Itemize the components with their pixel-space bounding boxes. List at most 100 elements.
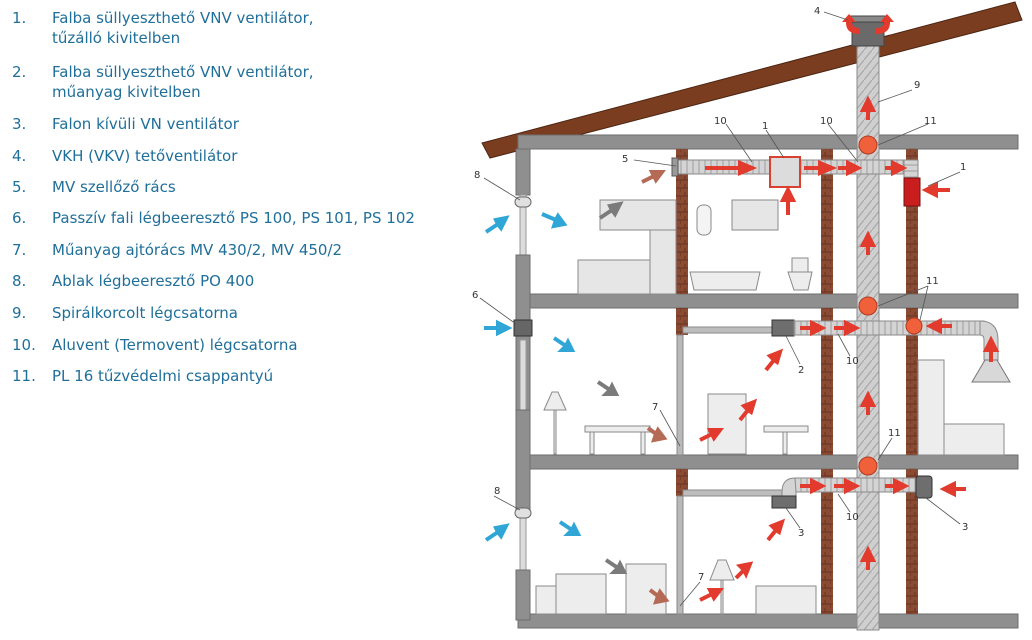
window-inlet	[514, 507, 532, 519]
brick-wall	[821, 308, 833, 455]
transfer-arrows	[596, 201, 628, 574]
callout-label: 10	[846, 356, 859, 367]
door-frame	[676, 334, 684, 456]
legend-item: 4. VKH (VKV) tetőventilátor	[12, 146, 237, 166]
fire-damper	[905, 317, 923, 335]
callout-leaders	[479, 11, 961, 607]
callout-label: 8	[494, 486, 500, 497]
callout-label: 1	[762, 121, 768, 132]
floor-slab-2	[529, 293, 1019, 309]
surface-fan	[771, 495, 797, 509]
legend-item: 8. Ablak légbeeresztő PO 400	[12, 271, 254, 291]
legend-text: Falon kívüli VN ventilátor	[52, 115, 239, 133]
legend-number: 1.	[12, 9, 27, 27]
callout-label: 1	[960, 162, 966, 173]
callout-label: 3	[962, 522, 968, 533]
fire-damper	[858, 296, 878, 316]
callout-label: 9	[914, 80, 920, 91]
legend-text: Falba süllyeszthető VNV ventilátor, tűzá…	[52, 9, 314, 47]
grille	[671, 157, 679, 177]
callout-label: 11	[924, 116, 937, 127]
callout-label: 10	[846, 512, 859, 523]
fire-damper	[858, 456, 878, 476]
surface-fan	[915, 475, 933, 499]
exhaust-arrow	[876, 14, 894, 34]
legend-item: 10.Aluvent (Termovent) légcsatorna	[12, 335, 298, 355]
attic-floor-slab	[517, 134, 1019, 150]
exterior-wall	[515, 569, 531, 621]
callout-label: 11	[888, 428, 901, 439]
legend-item: 3. Falon kívüli VN ventilátor	[12, 114, 239, 134]
range-hood	[971, 359, 1011, 383]
legend-text: MV szellőző rács	[52, 178, 176, 196]
wall-mirror	[696, 204, 712, 236]
ground-slab	[517, 613, 1019, 629]
callout-label: 7	[698, 572, 704, 583]
bathtub	[689, 271, 761, 291]
callout-label: 7	[652, 402, 658, 413]
legend-item: 6.Passzív fali légbeeresztő PS 100, PS 1…	[12, 208, 415, 228]
legend-text: Spirálkorcolt légcsatorna	[52, 304, 238, 322]
brick-wall	[906, 469, 918, 614]
brick-wall	[676, 469, 688, 496]
flex-duct	[903, 159, 919, 181]
grille-arrows	[641, 170, 670, 605]
window-frame	[519, 509, 527, 571]
flex-duct-bend	[781, 477, 797, 499]
legend: 1. Falba süllyeszthető VNV ventilátor, tű…	[0, 0, 470, 400]
fridge-and-stove	[917, 359, 1005, 456]
callout-label: 10	[820, 116, 833, 127]
callout-label: 10	[714, 116, 727, 127]
callout-label: 2	[798, 365, 804, 376]
callout-label: 5	[622, 154, 628, 165]
brick-wall	[676, 149, 688, 294]
in-wall-fan	[769, 156, 801, 188]
legend-text: VKH (VKV) tetőventilátor	[52, 147, 238, 165]
legend-number: 8.	[12, 272, 27, 290]
exterior-wall	[515, 148, 531, 196]
fire-damper	[858, 135, 878, 155]
legend-number: 11.	[12, 367, 36, 385]
legend-number: 7.	[12, 241, 27, 259]
exterior-wall	[515, 409, 531, 511]
callout-label: 11	[926, 276, 939, 287]
brick-wall	[821, 469, 833, 614]
legend-number: 3.	[12, 115, 27, 133]
brick-wall	[821, 149, 833, 294]
legend-item: 7. Műanyag ajtórács MV 430/2, MV 450/2	[12, 240, 342, 260]
roof	[481, 1, 1023, 159]
exhaust-arrows	[699, 95, 1000, 602]
legend-text: Ablak légbeeresztő PO 400	[52, 272, 255, 290]
floor-slab-1	[529, 454, 1019, 470]
callout-label: 6	[472, 290, 478, 301]
legend-number: 6.	[12, 209, 27, 227]
flex-duct	[682, 489, 794, 497]
brick-wall	[906, 308, 918, 455]
exhaust-arrow	[842, 14, 860, 34]
legend-number: 2.	[12, 63, 27, 81]
toilet	[787, 257, 813, 291]
living-furniture	[535, 559, 817, 615]
legend-number: 4.	[12, 147, 27, 165]
legend-item: 11. PL 16 tűzvédelmi csappantyú	[12, 366, 273, 386]
wall-inlet	[513, 319, 533, 337]
flex-duct	[682, 326, 774, 334]
in-wall-fan	[771, 319, 795, 337]
dining-furniture	[543, 391, 809, 455]
callout-label: 8	[474, 170, 480, 181]
inlet-arrows	[484, 212, 582, 542]
window-frame	[519, 339, 527, 411]
legend-item: 9. Spirálkorcolt légcsatorna	[12, 303, 238, 323]
legend-text: Műanyag ajtórács MV 430/2, MV 450/2	[52, 241, 343, 259]
legend-number: 10.	[12, 336, 36, 354]
door-frame	[676, 495, 684, 615]
in-wall-fan-fireproof	[903, 177, 921, 207]
legend-number: 5.	[12, 178, 27, 196]
legend-number: 9.	[12, 304, 27, 322]
callout-label: 3	[798, 528, 804, 539]
legend-text: PL 16 tűzvédelmi csappantyú	[52, 367, 274, 385]
legend-item: 1. Falba süllyeszthető VNV ventilátor, tű…	[12, 8, 314, 48]
main-spiral-duct	[856, 44, 880, 631]
legend-text: Falba süllyeszthető VNV ventilátor, műan…	[52, 63, 314, 101]
